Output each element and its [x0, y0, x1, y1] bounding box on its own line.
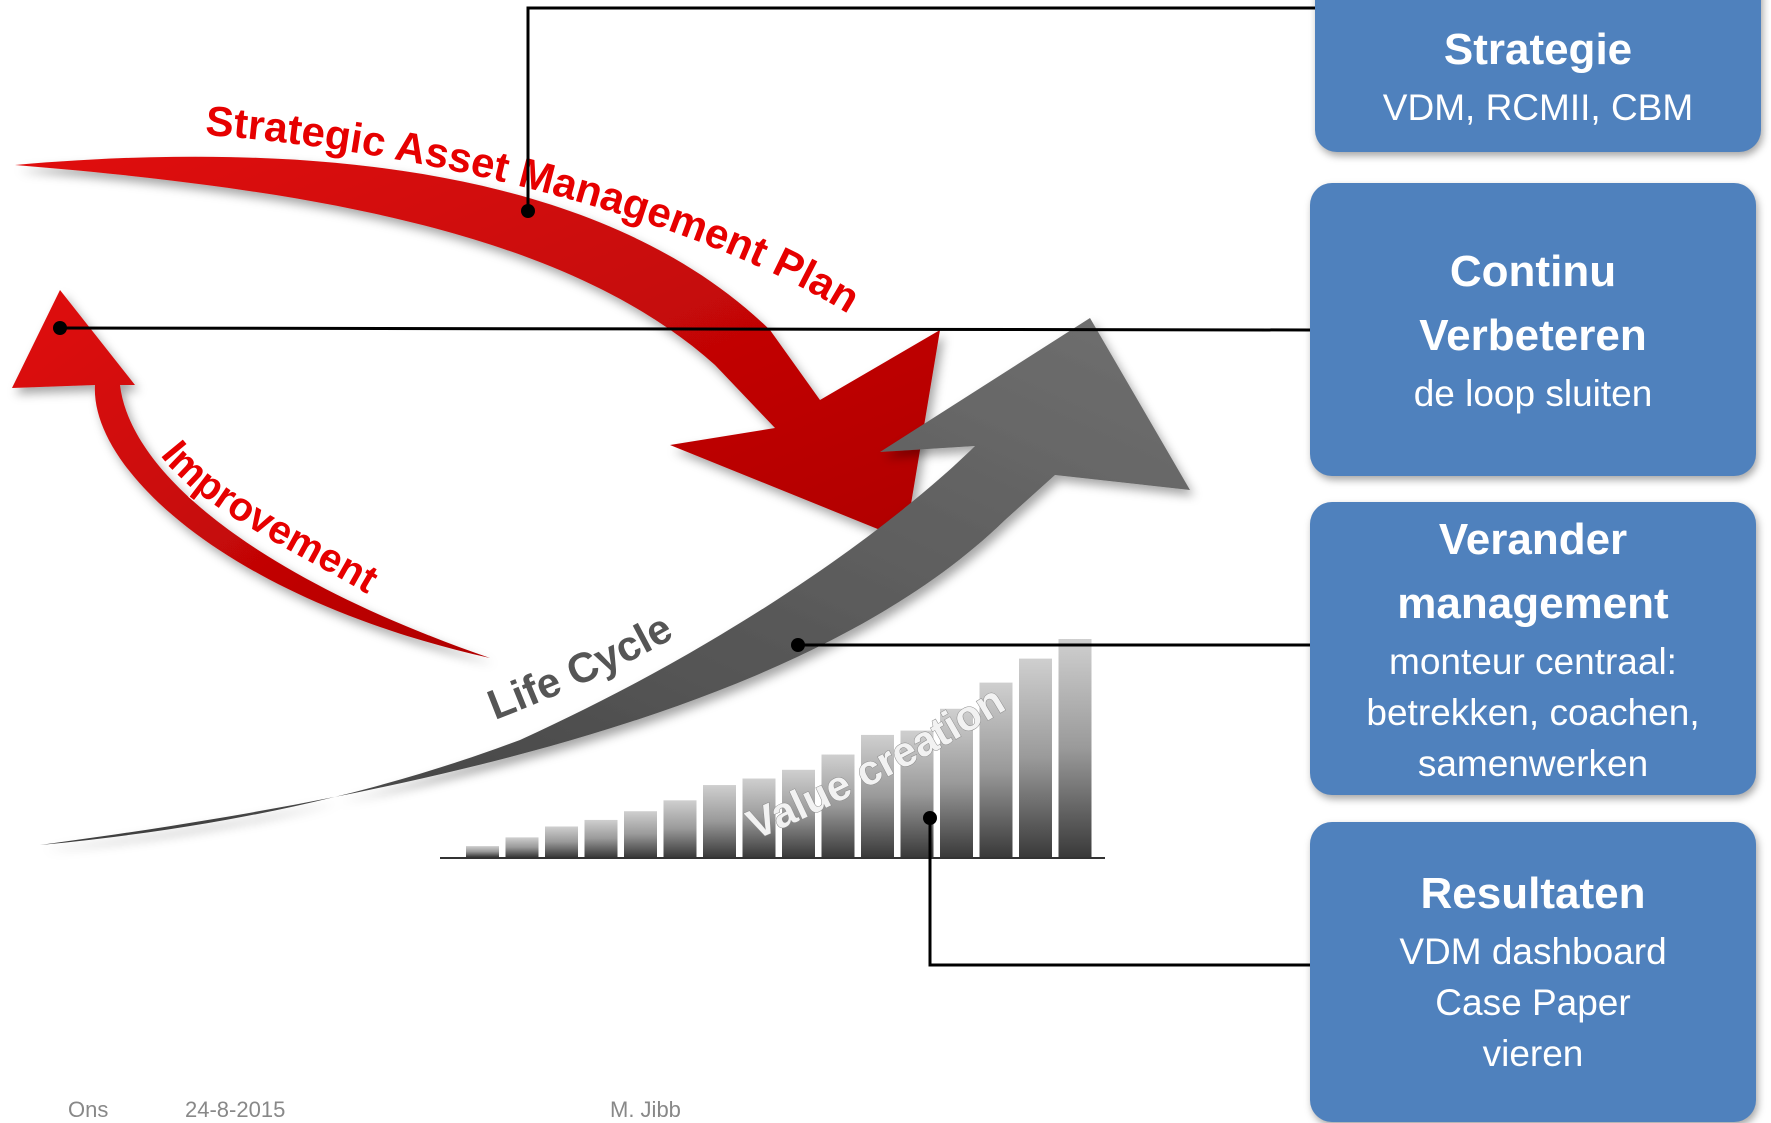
strategie-title: Strategie: [1443, 24, 1633, 74]
value-creation-bars: [466, 639, 1092, 857]
life-cycle-arrow: [40, 318, 1190, 845]
continu-verbeteren-box: Continu Verbeteren de loop sluiten: [1310, 183, 1756, 476]
value-bar: [663, 800, 697, 857]
connector-dot-continu: [53, 321, 67, 335]
footer-left: Ons: [68, 1097, 109, 1122]
verander-title-2: management: [1397, 579, 1669, 628]
value-bar: [703, 785, 736, 857]
connector-dot-resultaten: [923, 811, 937, 825]
value-bar: [466, 846, 499, 857]
continu-title-2: Verbeteren: [1419, 311, 1647, 360]
resultaten-box: Resultaten VDM dashboard Case Paper vier…: [1310, 822, 1756, 1122]
connector-dot-verander: [791, 638, 805, 652]
value-bar: [900, 730, 934, 857]
resultaten-line-1: VDM dashboard: [1399, 931, 1667, 972]
value-bar: [505, 837, 539, 857]
resultaten-line-2: Case Paper: [1435, 982, 1631, 1023]
improvement-arrow: [12, 290, 490, 658]
value-bar: [1058, 639, 1092, 857]
verander-title-1: Verander: [1438, 515, 1628, 564]
verander-management-box: Verander management monteur centraal: be…: [1310, 502, 1756, 795]
verander-line-3: samenwerken: [1417, 743, 1649, 784]
value-bar: [742, 778, 776, 857]
value-bar: [1019, 658, 1052, 857]
footer-author: M. Jibb: [610, 1097, 681, 1122]
connector-dot-strategie: [521, 204, 535, 218]
verander-line-2: betrekken, coachen,: [1366, 692, 1700, 733]
footer-date: 24-8-2015: [185, 1097, 286, 1122]
strategic-plan-arrow: [15, 156, 940, 540]
value-bar: [979, 682, 1013, 857]
value-bar: [782, 769, 815, 857]
value-bar: [940, 708, 973, 857]
strategie-line-1: VDM, RCMII, CBM: [1382, 86, 1694, 128]
resultaten-line-3: vieren: [1482, 1033, 1584, 1074]
connector-strategie: [526, 6, 1315, 211]
connector-resultaten: [928, 818, 1310, 967]
continu-line-1: de loop sluiten: [1413, 373, 1653, 414]
verander-line-1: monteur centraal:: [1389, 641, 1677, 682]
strategie-box: Strategie VDM, RCMII, CBM: [1315, 0, 1761, 152]
value-bar: [624, 811, 657, 857]
value-bar: [821, 754, 855, 857]
connector-continu: [59, 326, 1311, 332]
value-bar: [545, 826, 578, 857]
value-bar: [584, 819, 618, 857]
resultaten-title: Resultaten: [1420, 869, 1646, 918]
continu-title-1: Continu: [1449, 247, 1617, 296]
value-bar: [861, 734, 894, 857]
